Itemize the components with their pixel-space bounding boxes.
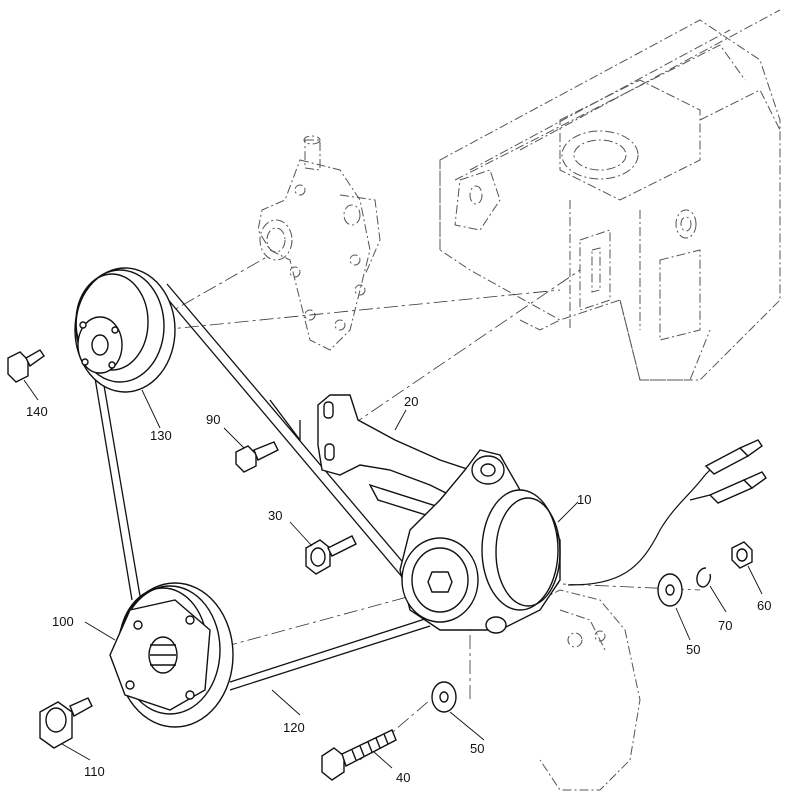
engine-block-phantom (439, 9, 781, 381)
callout-130: 130 (150, 428, 172, 443)
callout-20: 20 (404, 394, 418, 409)
callout-120: 120 (283, 720, 305, 735)
bolt-90 (235, 441, 279, 473)
callout-100: 100 (52, 614, 74, 629)
alternator (399, 449, 561, 634)
washer-50-lower (431, 681, 457, 713)
callout-labels: 140 130 90 20 10 30 100 110 120 50 50 70… (26, 394, 771, 785)
callout-140: 140 (26, 404, 48, 419)
callout-30: 30 (268, 508, 282, 523)
water-pump-phantom (257, 135, 381, 351)
washer-50-upper (657, 573, 683, 607)
callout-10: 10 (577, 492, 591, 507)
bolt-30 (305, 535, 357, 575)
callout-40: 40 (396, 770, 410, 785)
bolt-110 (39, 697, 93, 749)
water-pump-pulley (74, 267, 176, 393)
bolt-40 (321, 729, 397, 781)
callout-50-upper: 50 (686, 642, 700, 657)
lock-washer-70 (696, 567, 712, 588)
nut-60 (731, 541, 753, 569)
v-belt (91, 283, 441, 691)
callout-70: 70 (718, 618, 732, 633)
callout-90: 90 (206, 412, 220, 427)
alternator-wiring (567, 439, 767, 586)
leader-lines (23, 379, 763, 769)
callout-50-lower: 50 (470, 741, 484, 756)
callout-60: 60 (757, 598, 771, 613)
crank-housing-phantom (539, 589, 641, 791)
bolt-140 (7, 349, 45, 383)
crankshaft-pulley (109, 582, 234, 728)
callout-110: 110 (84, 764, 105, 779)
